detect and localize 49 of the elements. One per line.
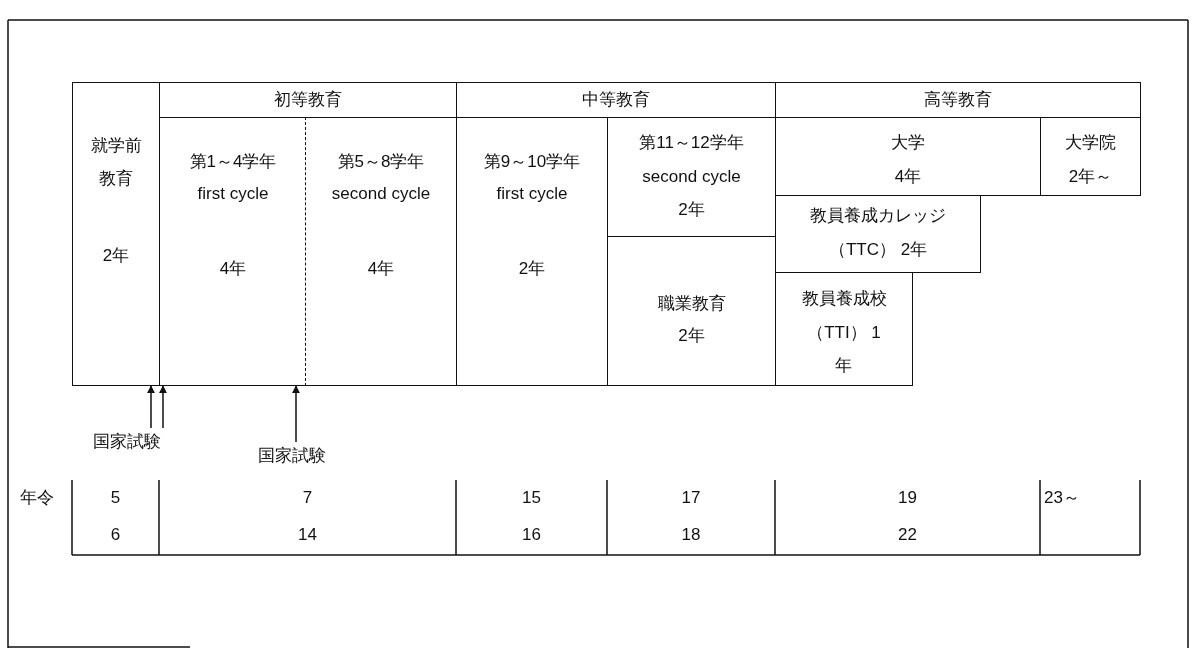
cell-text: 第1～4学年: [189, 151, 277, 173]
table-cell: [305, 117, 457, 386]
cell-text: 2年: [102, 245, 130, 267]
cell-text: （TTI） 1年: [806, 322, 882, 377]
age-value: 18: [681, 525, 701, 544]
age-value: 15: [522, 488, 541, 507]
cell-text: 教員養成校: [801, 288, 887, 310]
table-cell: [775, 272, 913, 386]
age-value: 14: [298, 525, 317, 544]
stage-heading: 中等教育: [582, 89, 650, 111]
arrow: [146, 385, 156, 429]
cell-text: 2年～: [1068, 166, 1113, 188]
cell-text: 職業教育: [657, 293, 726, 315]
stage-heading: 高等教育: [924, 89, 992, 111]
age-value: 5: [110, 488, 121, 507]
cell-text: 第5～8学年: [337, 151, 425, 173]
cell-text: first cycle: [496, 183, 568, 205]
exam-label: 国家試験: [240, 442, 344, 468]
arrow: [291, 385, 301, 443]
age-value: 22: [898, 525, 917, 544]
cell-text: 4年: [367, 258, 395, 280]
age-value: 16: [522, 525, 541, 544]
cell-text: 大学: [891, 132, 925, 154]
exam-label: 国家試験: [82, 428, 172, 454]
cell-text: 4年: [219, 258, 247, 280]
header-band: [775, 82, 1141, 118]
cell-text: 2年: [678, 325, 705, 347]
cell-text: first cycle: [197, 183, 269, 205]
cell-text: 第11～12学年: [639, 132, 744, 154]
cell-text: second cycle: [331, 183, 431, 205]
cell-text: （TTC） 2年: [828, 239, 928, 261]
cell-text: second cycle: [642, 166, 741, 188]
cell-text: 2年: [678, 199, 705, 221]
table-cell: [72, 82, 160, 386]
cell-text: 2年: [518, 258, 546, 280]
arrow: [158, 385, 168, 429]
cell-text: 就学前教育: [89, 135, 143, 190]
stage-heading: 初等教育: [274, 89, 342, 111]
cell-text: 第9～10学年: [483, 151, 581, 173]
row-heading: 年令: [20, 488, 54, 507]
age-value: 19: [898, 488, 917, 507]
table-cell: [1040, 117, 1141, 196]
age-value: 7: [302, 488, 313, 507]
age-value: 23～: [1044, 488, 1080, 507]
age-value: 17: [681, 488, 701, 507]
age-value: 6: [110, 525, 121, 544]
cell-text: 4年: [894, 166, 922, 188]
cell-text: 大学院: [1065, 132, 1116, 154]
cell-text: 教員養成カレッジ: [810, 205, 946, 227]
